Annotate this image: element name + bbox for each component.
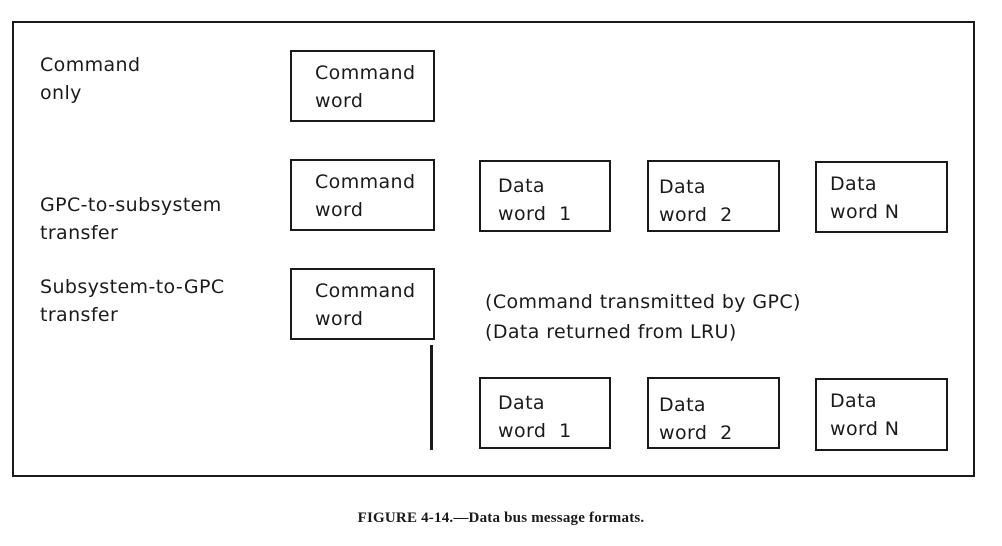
data-word-2-box: Data word 2 <box>647 377 780 449</box>
transfer-notes: (Command transmitted by GPC) (Data retur… <box>485 291 801 343</box>
figure-caption: FIGURE 4-14.—Data bus message formats. <box>357 510 645 526</box>
data-word-1-box: Data word 1 <box>479 160 611 232</box>
data-word-1-box: Data word 1 <box>479 377 611 449</box>
command-word-box: Command word <box>290 50 435 122</box>
data-word-n-box: Data word N <box>815 378 948 451</box>
diagram-frame <box>12 21 975 477</box>
command-word-box: Command word <box>290 268 435 340</box>
row-label-gpc-to-subsystem: GPC-to-subsystem transfer <box>40 194 222 244</box>
command-word-box: Command word <box>290 159 435 231</box>
data-word-n-box: Data word N <box>815 161 948 233</box>
data-word-2-box: Data word 2 <box>647 160 780 232</box>
row-label-command-only: Command only <box>40 54 141 104</box>
bus-connector-line <box>430 345 433 450</box>
row-label-subsystem-to-gpc: Subsystem-to-GPC transfer <box>40 276 225 326</box>
